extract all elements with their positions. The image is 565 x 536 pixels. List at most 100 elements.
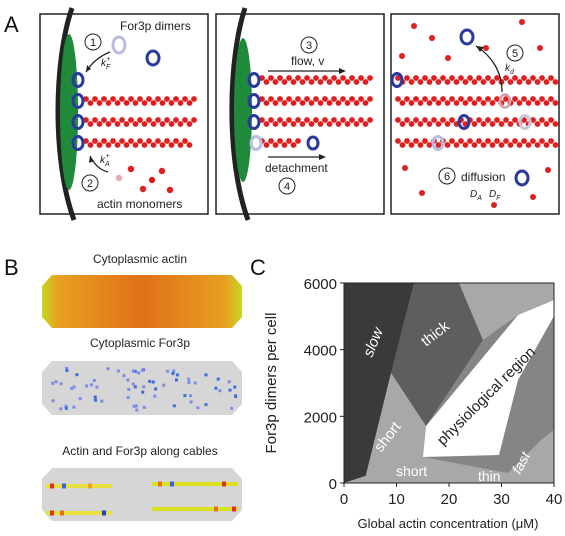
panel-label-b: B [4, 255, 19, 280]
cortex-patch-2 [234, 38, 252, 182]
actin-subunit [268, 138, 274, 144]
cable-bars [46, 481, 238, 516]
actin-subunit [87, 100, 94, 106]
actin-subunit [494, 75, 500, 81]
cable-marker [50, 483, 54, 489]
actin-subunit [299, 100, 306, 106]
for3p-dot [70, 387, 74, 390]
actin-subunit [417, 142, 424, 148]
actin-subunit [168, 121, 175, 127]
panel-a-box-3 [390, 13, 560, 215]
for3p-dot [78, 397, 82, 401]
actin-subunit [494, 138, 500, 144]
actin-subunit [105, 142, 112, 148]
for3p-dot [175, 373, 179, 377]
actin-subunit [453, 79, 460, 85]
for3p-dot [116, 369, 120, 373]
actin-subunit [173, 96, 179, 102]
actin-monomer [166, 186, 174, 194]
release-arrow-head [476, 46, 484, 52]
x-tick-label: 0 [340, 491, 348, 508]
for3p-dot [234, 395, 238, 398]
region-upper-right [459, 283, 554, 340]
actin-subunit [137, 117, 143, 123]
panel-label-c: C [250, 255, 266, 280]
actin-subunit [462, 79, 469, 85]
actin-subunit [413, 96, 419, 102]
for3p-dot [135, 408, 139, 412]
actin-subunit [286, 138, 292, 144]
actin-subunit [137, 138, 143, 144]
for3p-dot [187, 380, 191, 384]
for3p-dot [72, 405, 76, 409]
actin-subunit [362, 121, 369, 127]
actin-subunit [304, 75, 310, 81]
y-tick-label: 0 [329, 476, 337, 493]
panel-label-a: A [4, 12, 19, 37]
for3p-dot [233, 385, 237, 389]
for3p-dot [133, 370, 137, 373]
actin-subunit [548, 75, 554, 81]
actin-subunit [173, 138, 179, 144]
actin-subunit [367, 96, 373, 102]
actin-subunit [335, 100, 342, 106]
actin-monomer [519, 19, 525, 25]
actin-subunit [543, 121, 550, 127]
actin-subunit [444, 79, 451, 85]
actin-subunit [516, 79, 523, 85]
x-tick-label: 30 [493, 491, 510, 508]
actin-subunit [548, 117, 554, 123]
actin-subunit [159, 100, 166, 106]
for3p-dot [59, 382, 63, 386]
actin-subunit [96, 142, 103, 148]
k-a-label: kA+ [100, 153, 110, 168]
actin-monomer [115, 174, 123, 182]
formin-ring [71, 93, 85, 109]
actin-subunit [422, 138, 428, 144]
actin-subunit [471, 79, 478, 85]
actin-subunit [498, 142, 505, 148]
formin-ring [71, 72, 85, 88]
cable-marker [170, 481, 174, 487]
actin-subunit [353, 121, 360, 127]
cable-marker [232, 506, 236, 512]
actin-subunit [295, 117, 301, 123]
for3p-dimers-label: For3p dimers [120, 19, 191, 33]
actin-subunit [503, 96, 509, 102]
actin-subunit [399, 100, 406, 106]
actin-subunit [552, 100, 559, 106]
actin-subunit [435, 121, 442, 127]
formin-ring [457, 114, 471, 130]
label-short-lower: short [396, 463, 427, 479]
actin-subunit [335, 79, 342, 85]
cable-marker [62, 483, 66, 489]
actin-subunit [182, 117, 188, 123]
for3p-dot [59, 407, 63, 411]
cable-bar [46, 484, 112, 488]
actin-subunit [259, 96, 265, 102]
actin-subunit [471, 142, 478, 148]
for3p-dot [142, 385, 146, 389]
for3p-dot [204, 373, 208, 377]
actin-monomer [429, 35, 435, 41]
actin-subunit [543, 100, 550, 106]
actin-subunit [150, 142, 157, 148]
actin-subunit [408, 100, 415, 106]
actin-subunit [422, 96, 428, 102]
actin-subunit [123, 121, 130, 127]
actin-subunit [467, 138, 473, 144]
for3p-dots [51, 366, 238, 412]
actin-subunit [485, 117, 491, 123]
actin-subunit [299, 121, 306, 127]
actin-subunit [290, 79, 297, 85]
actin-subunit [543, 142, 550, 148]
actin-subunit [150, 100, 157, 106]
actin-subunit [417, 100, 424, 106]
actin-subunit [177, 142, 184, 148]
actin-cables-2 [259, 75, 373, 148]
for3p-dot [85, 384, 89, 388]
actin-subunit [476, 96, 482, 102]
actin-subunit [272, 100, 279, 106]
